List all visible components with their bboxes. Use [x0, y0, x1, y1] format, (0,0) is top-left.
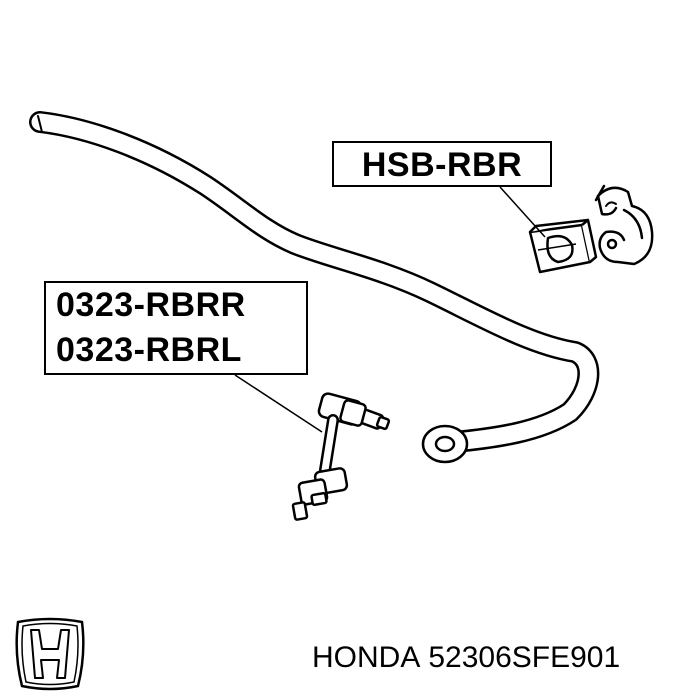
link-part-right: 0323-RBRR [56, 286, 246, 324]
leader-lines [234, 186, 546, 433]
stabilizer-bushing [528, 218, 598, 274]
oem-part-number: 52306SFE901 [428, 641, 621, 674]
callout-bushing-part-number: HSB-RBR [332, 141, 552, 187]
stabilizer-link [291, 392, 391, 521]
link-part-left: 0323-RBRL [56, 331, 242, 369]
callout-link-part-numbers: 0323-RBRR 0323-RBRL [44, 281, 308, 375]
brand-name: HONDA [312, 641, 421, 674]
stabilizer-bar [29, 111, 600, 464]
honda-h-logo-icon [15, 617, 85, 691]
bushing-bracket [594, 184, 654, 266]
